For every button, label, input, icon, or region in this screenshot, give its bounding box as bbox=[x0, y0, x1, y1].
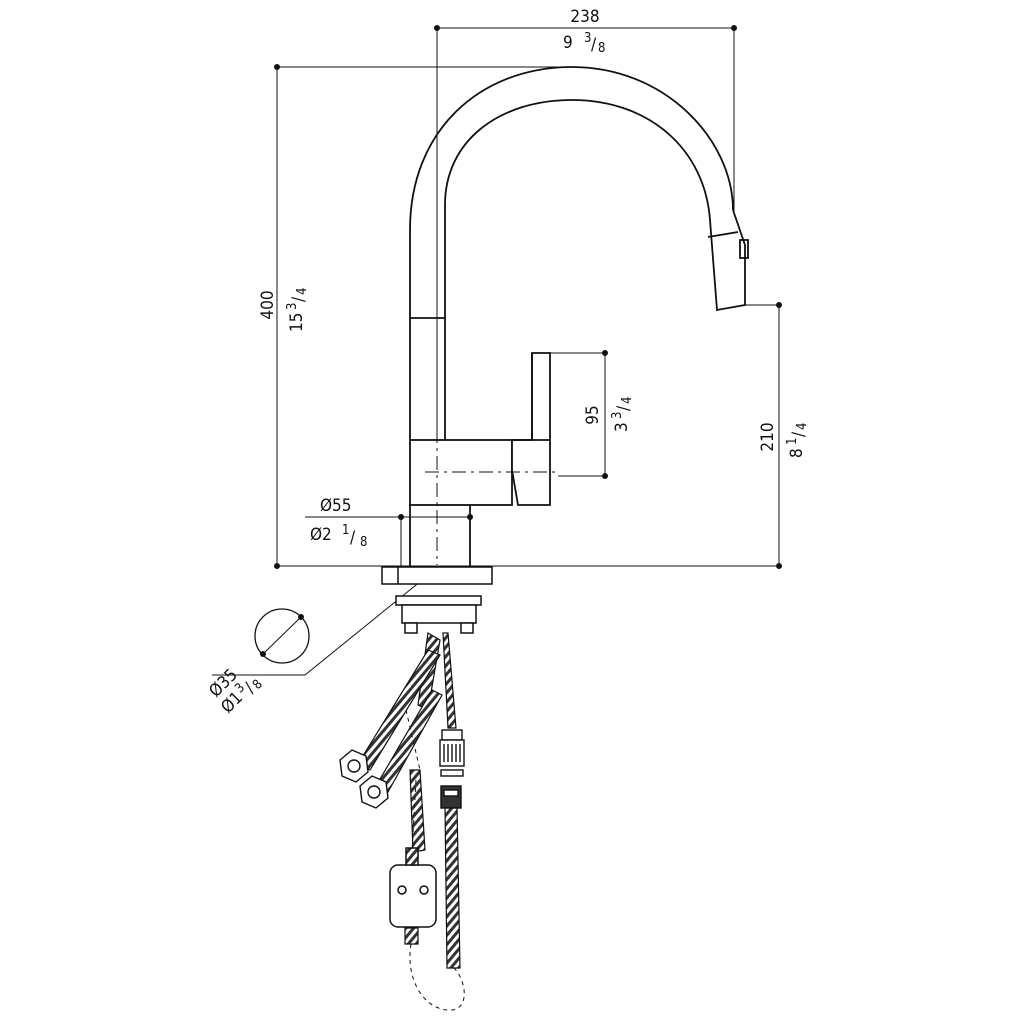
hose-nuts bbox=[339, 749, 389, 809]
dim-lever-inch: 3 bbox=[612, 422, 632, 432]
svg-text:/: / bbox=[350, 528, 356, 548]
hose-left-1 bbox=[357, 649, 441, 771]
svg-text:1: 1 bbox=[785, 438, 800, 445]
svg-text:8: 8 bbox=[360, 535, 367, 550]
svg-text:8: 8 bbox=[598, 41, 605, 56]
hose-dashed-paths bbox=[405, 709, 465, 1011]
dim-height-inch: 15 bbox=[287, 313, 307, 332]
hole-diameter-symbol bbox=[254, 608, 310, 664]
hose-weight bbox=[389, 847, 437, 928]
svg-text:3: 3 bbox=[584, 31, 591, 46]
spout-inner bbox=[444, 99, 711, 440]
hose-weight-lower bbox=[404, 927, 419, 945]
svg-text:/: / bbox=[591, 35, 597, 55]
dimension-lines bbox=[212, 27, 780, 676]
dim-height: 400 15 3 / 4 bbox=[258, 288, 310, 332]
dim-body-mm: Ø55 bbox=[320, 496, 352, 516]
dim-spout-inch: 8 bbox=[787, 448, 807, 458]
dim-lever: 95 3 3 / 4 bbox=[583, 397, 635, 432]
supply-hoses bbox=[357, 632, 461, 969]
dim-hole-diameter: Ø35 Ø1 3 / 8 bbox=[205, 665, 265, 717]
dim-body-inch: Ø2 bbox=[310, 525, 332, 545]
svg-text:3: 3 bbox=[610, 412, 625, 419]
dim-width: 238 9 3 / 8 bbox=[563, 7, 605, 56]
svg-text:/: / bbox=[614, 405, 634, 411]
svg-text:3: 3 bbox=[285, 303, 300, 310]
dimension-dots bbox=[260, 25, 782, 657]
dim-width-mm: 238 bbox=[570, 7, 599, 27]
hose-left-2 bbox=[375, 689, 443, 793]
base-flange bbox=[381, 566, 493, 585]
dim-body-diameter: Ø55 Ø2 1 / 8 bbox=[310, 496, 367, 550]
svg-text:4: 4 bbox=[295, 288, 310, 295]
svg-text:/: / bbox=[789, 431, 809, 437]
dim-spout-clearance: 210 8 1 / 4 bbox=[758, 422, 810, 458]
svg-text:1: 1 bbox=[342, 523, 349, 538]
lever-handle bbox=[511, 352, 551, 506]
dim-lever-mm: 95 bbox=[583, 405, 603, 424]
svg-text:/: / bbox=[289, 296, 309, 302]
pull-out-head bbox=[709, 209, 746, 312]
hose-long bbox=[444, 805, 461, 969]
quick-connector bbox=[439, 729, 465, 809]
centerlines bbox=[425, 105, 555, 565]
dim-width-inch: 9 bbox=[563, 33, 573, 53]
spout-outer bbox=[409, 66, 734, 440]
svg-text:4: 4 bbox=[795, 423, 810, 430]
hose-right bbox=[442, 632, 457, 729]
faucet-outline bbox=[409, 66, 749, 566]
mounting-parts bbox=[381, 566, 493, 634]
hose-weight-block bbox=[389, 864, 437, 928]
hose-lower bbox=[409, 769, 426, 853]
svg-text:4: 4 bbox=[620, 397, 635, 404]
dim-spout-mm: 210 bbox=[758, 422, 778, 451]
dim-height-mm: 400 bbox=[258, 290, 278, 319]
